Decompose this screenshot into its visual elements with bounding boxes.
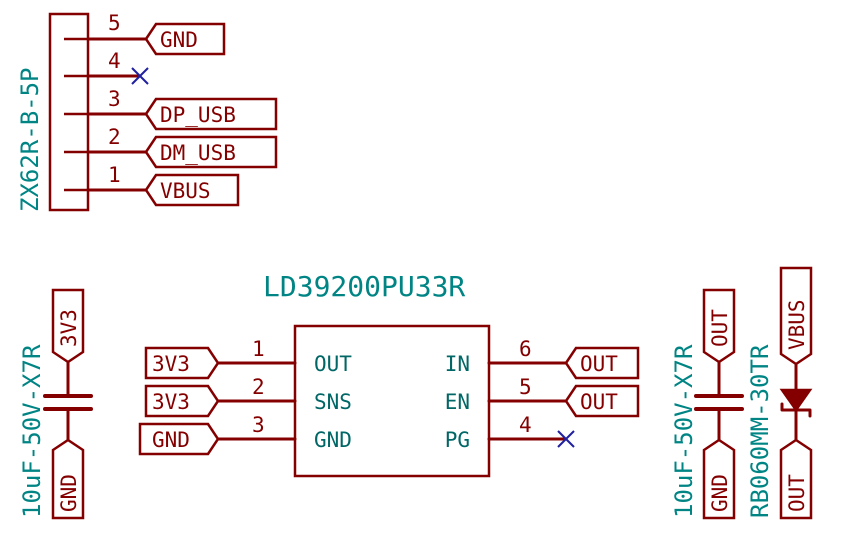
connector-body — [48, 12, 90, 212]
net-label-gnd[interactable]: GND — [702, 438, 736, 520]
schottky-diode[interactable]: RB060MM-30TR — [746, 344, 813, 518]
regulator-pin-number: 3 — [252, 413, 265, 437]
regulator-pin-number: 2 — [252, 375, 265, 399]
no-connect-marker — [131, 67, 149, 85]
net-label-text: 3V3 — [152, 390, 190, 414]
net-label-gnd[interactable]: GND — [138, 422, 220, 456]
regulator-pin-name: PG — [445, 428, 470, 452]
net-label-gnd[interactable]: GND — [51, 438, 85, 520]
regulator-pin-number: 1 — [252, 337, 265, 361]
net-label-text: GND — [152, 428, 190, 452]
diode-triangle — [779, 388, 813, 413]
net-label-3v3[interactable]: 3V3 — [51, 288, 85, 364]
net-label-text: GND — [708, 474, 732, 512]
net-label-3v3[interactable]: 3V3 — [144, 346, 220, 380]
regulator-pin-name: EN — [445, 390, 470, 414]
net-label-text: DP_USB — [160, 103, 236, 127]
regulator-pin-number: 5 — [519, 375, 532, 399]
net-label-text: OUT — [580, 390, 618, 414]
capacitor-value: 10uF-50V-X7R — [18, 344, 46, 518]
connector-pin-number: 2 — [108, 125, 121, 149]
connector-pin-wires — [86, 37, 148, 192]
connector-pin-number: 4 — [108, 49, 121, 73]
net-label-vbus[interactable]: VBUS — [144, 173, 240, 207]
capacitor-value: 10uF-50V-X7R — [670, 344, 698, 518]
net-label-text: OUT — [580, 352, 618, 376]
connector-pin-number: 3 — [108, 87, 121, 111]
connector-pin-number: 5 — [108, 11, 121, 35]
usb-connector[interactable]: 5 4 3 2 1 ZX62R-B-5P — [16, 11, 149, 213]
regulator-pin-name: OUT — [314, 352, 352, 376]
regulator-pin-number: 6 — [519, 337, 532, 361]
net-label-text: 3V3 — [152, 352, 190, 376]
net-label-text: GND — [57, 474, 81, 512]
connector-pin-markers — [64, 37, 88, 192]
regulator-pin-number: 4 — [519, 413, 532, 437]
net-label-vbus[interactable]: VBUS — [779, 266, 813, 366]
net-label-text: VBUS — [160, 179, 211, 203]
connector-pin-number: 1 — [108, 163, 121, 187]
net-label-text: VBUS — [785, 299, 809, 350]
net-label-text: OUT — [708, 309, 732, 347]
net-label-text: OUT — [785, 474, 809, 512]
net-label-out[interactable]: OUT — [702, 288, 736, 364]
net-label-gnd[interactable]: GND — [144, 22, 226, 56]
regulator-pin-name: SNS — [314, 390, 352, 414]
net-label-3v3[interactable]: 3V3 — [144, 384, 220, 418]
ldo-regulator[interactable]: LD39200PU33R 1 2 3 6 5 4 OUT SNS GND IN … — [216, 270, 575, 478]
no-connect-marker — [557, 430, 575, 448]
net-label-out[interactable]: OUT — [779, 438, 813, 520]
net-label-out[interactable]: OUT — [564, 346, 640, 380]
capacitor-right[interactable]: 10uF-50V-X7R — [670, 344, 744, 518]
net-label-text: GND — [160, 28, 198, 52]
regulator-pin-name: IN — [445, 352, 470, 376]
net-label-out[interactable]: OUT — [564, 384, 640, 418]
connector-value: ZX62R-B-5P — [16, 68, 44, 213]
regulator-value: LD39200PU33R — [263, 270, 465, 303]
net-label-text: 3V3 — [57, 309, 81, 347]
net-label-dm-usb[interactable]: DM_USB — [144, 135, 278, 169]
diode-value: RB060MM-30TR — [746, 344, 774, 518]
net-label-dp-usb[interactable]: DP_USB — [144, 97, 278, 131]
net-label-text: DM_USB — [160, 141, 236, 165]
regulator-pin-name: GND — [314, 428, 352, 452]
